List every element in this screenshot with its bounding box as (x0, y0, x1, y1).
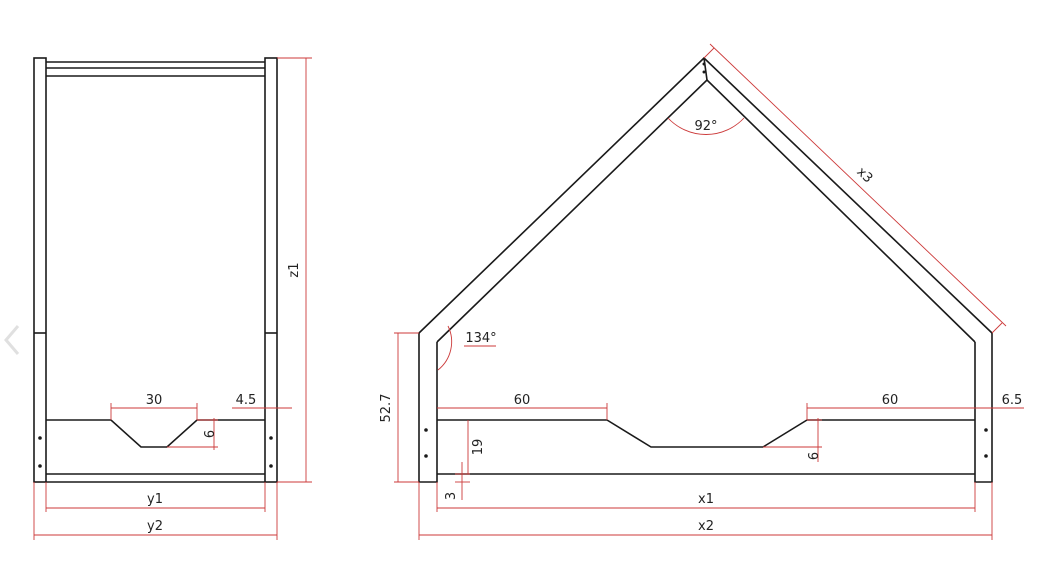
dim-label-left-height: 52.7 (379, 394, 394, 423)
dim-label-rail-height: 19 (471, 439, 486, 456)
dim-label-outer-width: y2 (147, 519, 163, 534)
dim-label-notch-depth-front: 9 (804, 452, 819, 460)
dim-arc-apex-angle (667, 117, 745, 135)
dim-line-roof-length (709, 43, 1007, 327)
dim-label-apex-angle: 92° (694, 119, 717, 134)
chevron-left-icon[interactable] (4, 325, 20, 355)
left-post (33, 57, 47, 483)
dim-label-notch-width: 30 (146, 393, 163, 408)
dim-arc-eave-angle (437, 325, 453, 371)
right-post (264, 57, 278, 483)
dim-label-outer-length: x2 (698, 519, 714, 534)
front-view: 92° 134° x3 52.7 60 60 6.5 19 3 (379, 43, 1024, 540)
screw (38, 436, 42, 440)
dim-label-post-offset-front: 6.5 (1002, 393, 1023, 408)
dim-label-left-rail: 60 (514, 393, 531, 408)
dim-label-inner-length: x1 (698, 492, 714, 507)
front-right-post (974, 333, 993, 483)
dim-label-notch-depth: 9 (200, 430, 215, 438)
dim-label-rail-gap: 3 (444, 492, 459, 500)
dim-label-roof-length: x3 (853, 165, 875, 187)
side-rail (46, 419, 265, 448)
dim-label-right-rail: 60 (882, 393, 899, 408)
dim-label-inner-width: y1 (147, 492, 163, 507)
front-rail (437, 419, 975, 448)
dim-label-eave-angle: 134° (465, 331, 496, 346)
dim-label-post-offset: 4.5 (236, 393, 257, 408)
dim-label-height: z1 (287, 262, 302, 277)
front-left-post (418, 333, 438, 483)
roof-outer (418, 56, 993, 334)
side-view: 30 4.5 9 z1 y1 y2 (33, 57, 312, 540)
